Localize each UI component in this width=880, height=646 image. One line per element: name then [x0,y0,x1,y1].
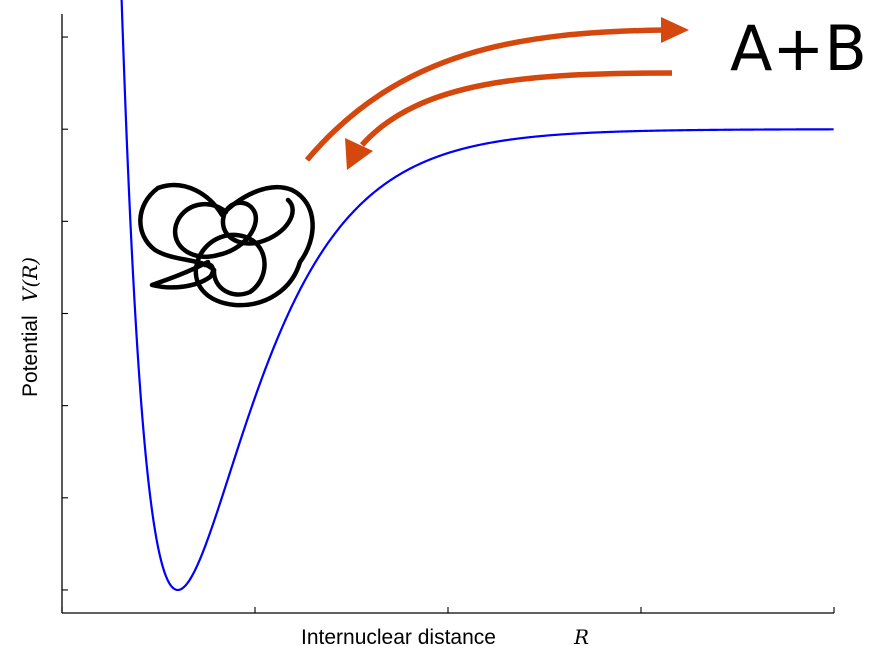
channel-label: A+B [730,12,867,85]
outgoing-arrow-head [661,17,689,43]
y-axis-label: Potential V(R) [18,257,42,397]
x-ticks [62,607,834,613]
reaction-arrows [307,17,689,170]
scribble-loop-inner [175,200,293,257]
axes [62,14,834,613]
x-axis-label: Internuclear distance R [301,625,589,646]
y-ticks [62,37,68,590]
incoming-arrow-head [345,138,373,170]
incoming-arrow-shaft [362,73,672,145]
x-axis-label-symbol: R [573,625,589,646]
complex-scribble [140,185,312,305]
y-axis-label-text: Potential [19,315,42,397]
x-axis-label-text: Internuclear distance [301,626,496,646]
y-axis-label-symbol: V(R) [18,257,42,302]
outgoing-arrow-shaft [307,30,665,160]
scribble-tail [152,262,213,287]
